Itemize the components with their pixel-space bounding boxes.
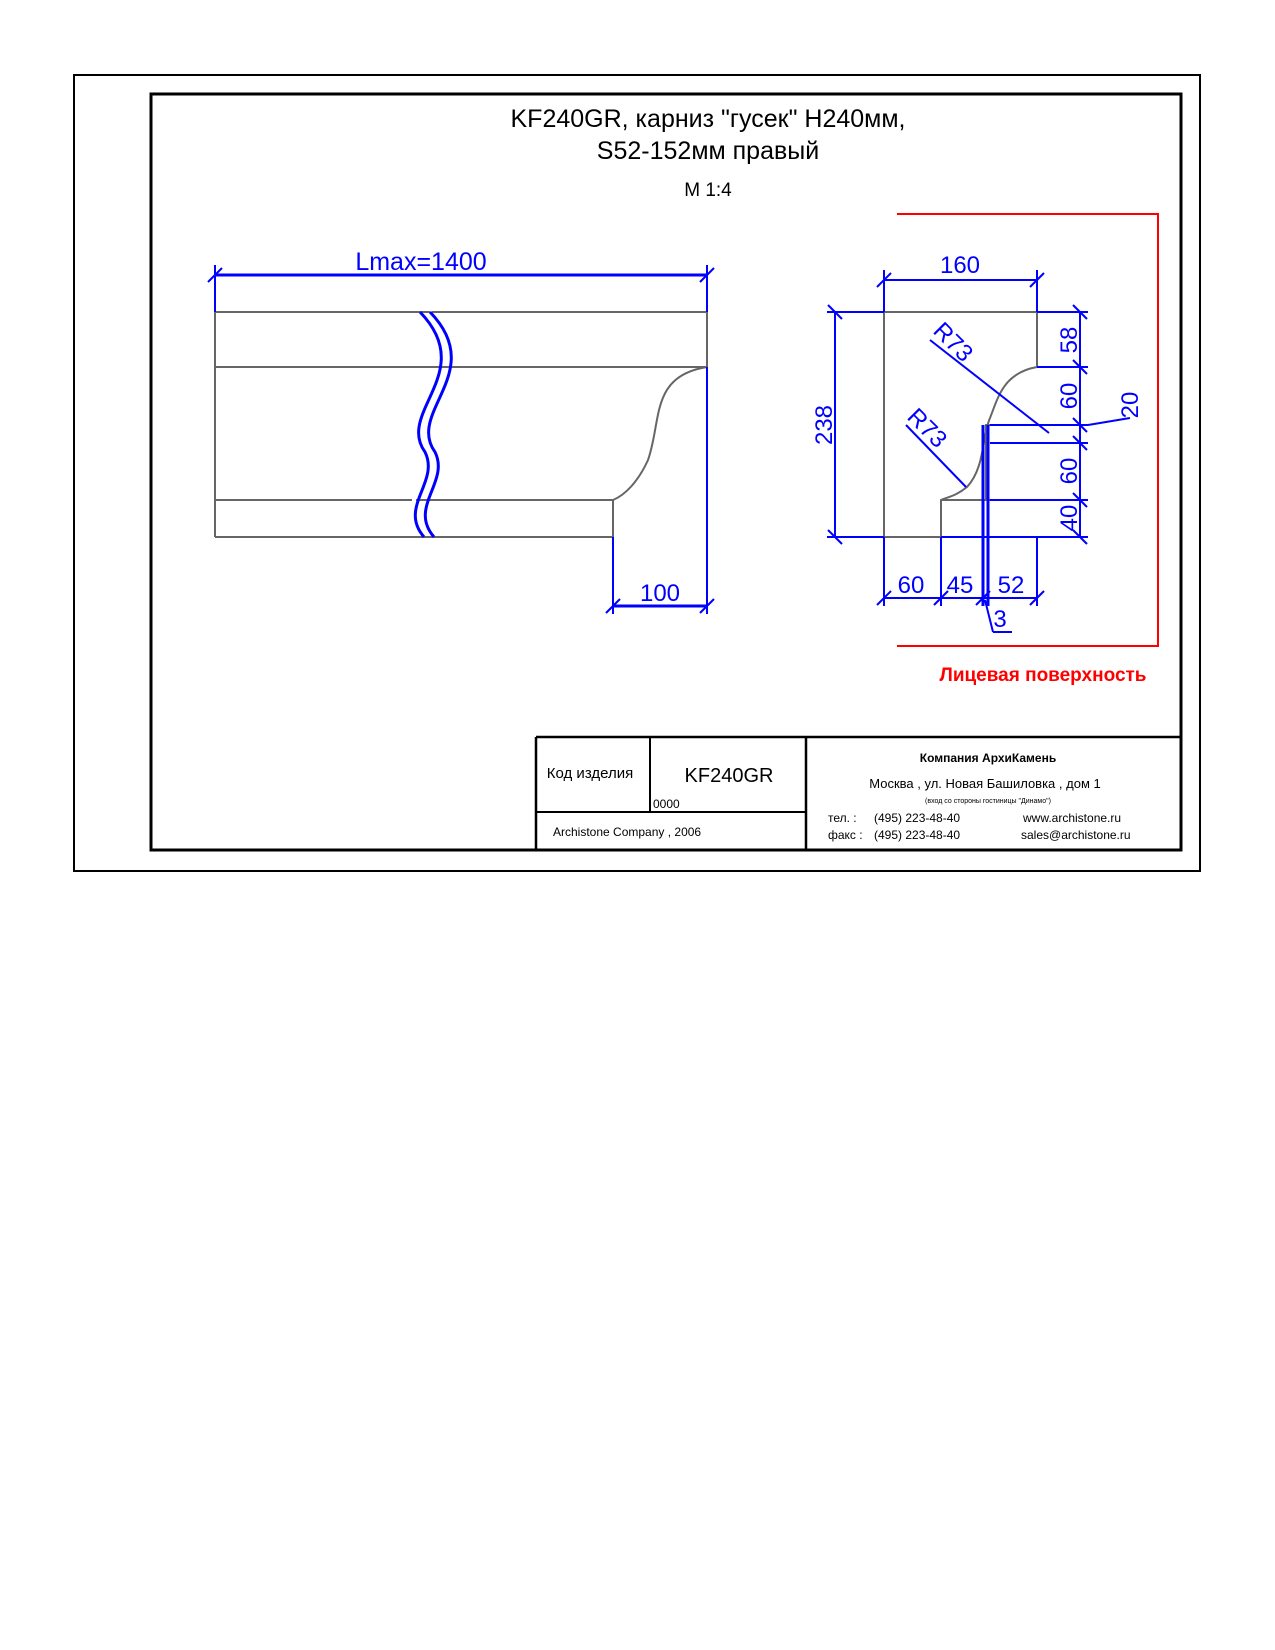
gap-dim-leader: [984, 599, 994, 633]
length-tick-right: [699, 267, 715, 283]
right-tick-0: [1072, 304, 1088, 320]
width-tick-left: [876, 272, 892, 288]
tb-website: www.archistone.ru: [1022, 811, 1121, 825]
side-ogee-profile: [612, 366, 708, 501]
right-tick-2: [1072, 417, 1088, 433]
radius-upper-leader: [929, 339, 1050, 434]
depth-label: 100: [640, 580, 680, 607]
tb-company-name: Компания АрхиКамень: [920, 751, 1056, 765]
outer-frame: [73, 74, 1201, 872]
bottom-tick-2: [975, 590, 991, 606]
right-dim-60-upper: 60: [1056, 383, 1083, 410]
tb-code-number: 0000: [653, 797, 680, 811]
scale-label: М 1:4: [684, 180, 732, 201]
depth-tick-right: [699, 598, 715, 614]
inner-frame: [149, 92, 1183, 852]
bottom-tick-1: [933, 590, 949, 606]
break-line-right: [423, 310, 453, 538]
face-surface-bracket: [897, 213, 1159, 647]
radius-lower-label: R73: [902, 403, 952, 453]
tb-code-value: KF240GR: [685, 765, 774, 787]
tb-email: sales@archistone.ru: [1021, 828, 1131, 842]
title-block: Код изделия KF240GR 0000 Archistone Comp…: [534, 735, 1181, 850]
gap-dim-3: 3: [993, 606, 1006, 633]
tb-code-label: Код изделия: [547, 765, 633, 782]
tb-fax-label: факс :: [828, 828, 863, 842]
face-surface-label: Лицевая поверхность: [939, 665, 1146, 686]
bottom-dim-45: 45: [947, 572, 974, 599]
side-dim-20: 20: [1117, 392, 1144, 419]
right-tick-3: [1072, 492, 1088, 508]
depth-tick-left: [605, 598, 621, 614]
height-label: 238: [811, 405, 838, 445]
right-tick-1: [1072, 359, 1088, 375]
bottom-dim-60: 60: [898, 572, 925, 599]
break-line-left: [413, 310, 443, 538]
tb-phone-label: тел. :: [828, 811, 857, 825]
radius-upper-label: R73: [928, 317, 978, 367]
bottom-tick-3: [1029, 590, 1045, 606]
tb-company-year: Archistone Company , 2006: [553, 825, 701, 839]
right-dim-40: 40: [1056, 505, 1083, 532]
width-label: 160: [940, 252, 980, 279]
tb-address: Москва , ул. Новая Башиловка , дом 1: [869, 776, 1100, 791]
side-view: Lmax=1400 100: [207, 248, 715, 614]
section-view: 160 238 R73 R73 58 60 60 40 20: [811, 213, 1159, 686]
title-line-1: KF240GR, карниз "гусек" H240мм,: [511, 105, 906, 133]
radius-lower-leader: [905, 424, 967, 488]
title-line-2: S52-152мм правый: [597, 137, 819, 165]
right-tick-4: [1072, 529, 1088, 545]
width-tick-right: [1029, 272, 1045, 288]
tb-fax: (495) 223-48-40: [874, 828, 960, 842]
length-tick-left: [207, 267, 223, 283]
side-dim-leader: [1087, 417, 1131, 426]
right-dim-58: 58: [1056, 327, 1083, 354]
right-tick-2b: [1072, 435, 1088, 451]
height-tick-bottom: [827, 529, 843, 545]
bottom-dim-52: 52: [998, 572, 1025, 599]
tb-phone: (495) 223-48-40: [874, 811, 960, 825]
height-tick-top: [827, 304, 843, 320]
length-label: Lmax=1400: [355, 248, 486, 276]
tb-address-note: (вход со стороны гостиницы "Динамо"): [925, 798, 1051, 805]
bottom-tick-0: [876, 590, 892, 606]
right-dim-60-lower: 60: [1056, 458, 1083, 485]
